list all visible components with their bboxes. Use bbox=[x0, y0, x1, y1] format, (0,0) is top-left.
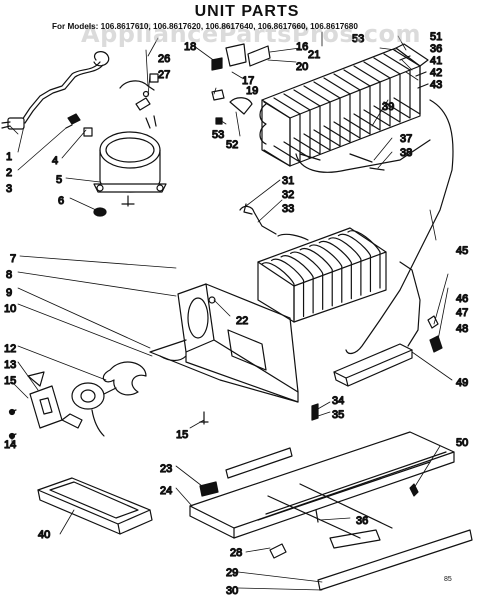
callout-10: 10 bbox=[4, 303, 16, 315]
callout-20: 20 bbox=[296, 61, 308, 73]
evaporator-tube bbox=[261, 262, 295, 321]
evaporator-tube bbox=[347, 230, 381, 289]
callout-31: 31 bbox=[282, 175, 294, 187]
callout-41: 41 bbox=[430, 55, 442, 67]
callout-8: 8 bbox=[6, 269, 12, 281]
callout-28: 28 bbox=[230, 547, 242, 559]
evaporator-tube bbox=[290, 251, 324, 310]
callout-32: 32 bbox=[282, 189, 294, 201]
condenser-tube bbox=[323, 77, 351, 143]
evaporator-coil bbox=[239, 203, 387, 323]
callout-12: 12 bbox=[4, 343, 16, 355]
models-line: For Models: 106.8617610, 106.8617620, 10… bbox=[52, 22, 358, 31]
condenser-tube bbox=[283, 93, 311, 159]
callout-6: 6 bbox=[58, 195, 64, 207]
condenser-tube bbox=[373, 57, 401, 123]
power-cord bbox=[1, 51, 110, 130]
evaporator-tube bbox=[280, 255, 314, 314]
callout-45: 45 bbox=[456, 245, 468, 257]
callout-51: 51 bbox=[430, 31, 442, 43]
callout-38: 38 bbox=[400, 147, 412, 159]
callout-39: 39 bbox=[382, 101, 394, 113]
page-mark: 85 bbox=[444, 576, 452, 583]
condenser-tube bbox=[293, 89, 321, 155]
callout-34: 34 bbox=[332, 395, 344, 407]
callout-15: 15 bbox=[4, 375, 16, 387]
compressor bbox=[83, 115, 167, 217]
watermark: AppliancePartsPros.com bbox=[81, 20, 421, 48]
callout-24: 24 bbox=[160, 485, 172, 497]
callout-22: 22 bbox=[236, 315, 248, 327]
condenser-coil bbox=[259, 43, 429, 167]
fan-shroud bbox=[149, 283, 299, 403]
callout-52: 52 bbox=[226, 139, 238, 151]
callout-23: 23 bbox=[160, 463, 172, 475]
callout-53-lower: 53 bbox=[212, 129, 224, 141]
condenser-tube bbox=[313, 81, 341, 147]
evaporator-tube bbox=[309, 244, 343, 303]
capillary-tube bbox=[295, 99, 454, 355]
callout-17: 17 bbox=[242, 75, 254, 87]
callout-35: 35 bbox=[332, 409, 344, 421]
callout-49: 49 bbox=[456, 377, 468, 389]
callout-1: 1 bbox=[6, 151, 12, 163]
callout-36-coil: 36 bbox=[430, 43, 442, 55]
callout-3: 3 bbox=[6, 183, 12, 195]
callout-36-frame: 36 bbox=[356, 515, 368, 527]
callout-30: 30 bbox=[226, 585, 238, 597]
callout-15b: 15 bbox=[176, 429, 188, 441]
callout-13: 13 bbox=[4, 359, 16, 371]
evaporator-tube bbox=[299, 247, 333, 307]
callout-26: 26 bbox=[158, 53, 170, 65]
condenser-tube bbox=[383, 53, 411, 119]
callout-48: 48 bbox=[456, 323, 468, 335]
page-title: UNIT PARTS bbox=[194, 3, 300, 20]
condenser-brackets bbox=[211, 43, 429, 171]
drain-pan bbox=[37, 477, 153, 535]
callout-40: 40 bbox=[38, 529, 50, 541]
callout-14: 14 bbox=[4, 439, 16, 451]
evaporator-tube bbox=[328, 237, 362, 296]
condenser-tube bbox=[303, 85, 331, 151]
relay-parts bbox=[119, 73, 159, 111]
callout-42: 42 bbox=[430, 67, 442, 79]
callout-27: 27 bbox=[158, 69, 170, 81]
evaporator-tube bbox=[270, 258, 305, 318]
callout-18: 18 bbox=[184, 41, 196, 53]
callout-9: 9 bbox=[6, 287, 12, 299]
callout-5: 5 bbox=[56, 174, 62, 186]
callout-37: 37 bbox=[400, 133, 412, 145]
leader-lines bbox=[9, 31, 453, 591]
drain-assembly bbox=[333, 261, 443, 387]
evaporator-tube bbox=[337, 233, 372, 293]
callout-53-upper: 53 bbox=[352, 33, 364, 45]
fan-motor bbox=[8, 361, 147, 440]
callout-29: 29 bbox=[226, 567, 238, 579]
callout-50: 50 bbox=[456, 437, 468, 449]
condenser-tube bbox=[263, 101, 291, 167]
callout-19: 19 bbox=[246, 85, 258, 97]
evaporator-tube bbox=[318, 240, 352, 300]
callout-47: 47 bbox=[456, 307, 468, 319]
condenser-tube bbox=[273, 97, 301, 163]
callout-7: 7 bbox=[10, 253, 16, 265]
callout-43: 43 bbox=[430, 79, 442, 91]
callout-21: 21 bbox=[308, 49, 320, 61]
callout-16: 16 bbox=[296, 41, 308, 53]
callout-labels: 1 2 3 4 5 6 7 8 9 10 12 13 14 15 15 16 1… bbox=[3, 30, 468, 597]
base-frame bbox=[189, 403, 473, 591]
condenser-tube bbox=[333, 73, 361, 139]
condenser-tube bbox=[393, 49, 421, 115]
callout-4: 4 bbox=[52, 155, 58, 167]
callout-2: 2 bbox=[6, 167, 12, 179]
callout-33: 33 bbox=[282, 203, 294, 215]
callout-46: 46 bbox=[456, 293, 468, 305]
condenser-tube bbox=[343, 69, 371, 135]
condenser-tube bbox=[353, 65, 381, 131]
